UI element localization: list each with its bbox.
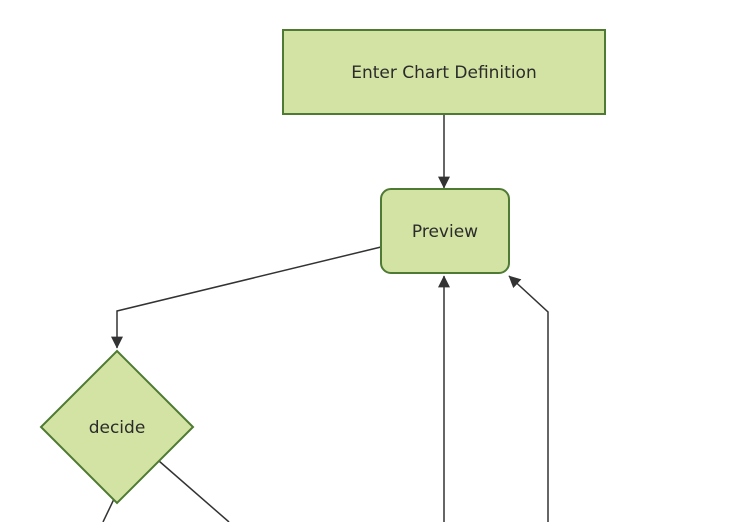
node-enter-chart-definition: Enter Chart Definition [282,29,606,115]
diamond-node-shape [39,349,195,505]
rounded-rectangle-node-shape [380,188,510,274]
edge-preview-to-decide [111,246,382,349]
node-label-decide: decide [89,418,146,438]
node-label-preview: Preview [412,222,478,242]
node-label-enter-chart-definition: Enter Chart Definition [351,63,536,83]
edge-offscreen-bottom-right-to-preview [508,275,549,522]
node-preview: Preview [380,188,510,274]
edge-decide-to-offscreen-bottom-right [158,460,230,522]
rectangle-node-shape [282,29,606,115]
node-decide: decide [39,349,195,505]
edge-decide-to-offscreen-bottom-left [102,498,115,522]
